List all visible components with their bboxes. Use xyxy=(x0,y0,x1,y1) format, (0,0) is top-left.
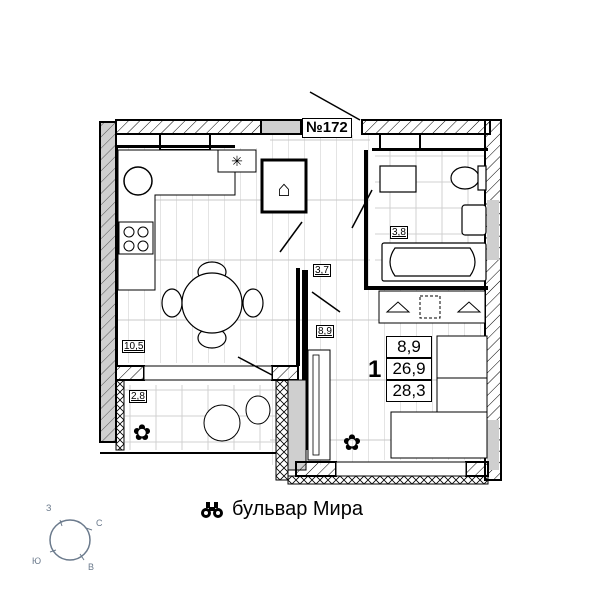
hanger-icon: ⌂ xyxy=(277,176,290,201)
room-area-kitchen: 10,5 xyxy=(122,340,146,353)
binoculars-icon xyxy=(201,501,223,518)
compass-ring-icon xyxy=(49,519,93,561)
apartment-number: №172 xyxy=(302,118,352,138)
street-label: бульвар Мира xyxy=(200,498,363,521)
room-area-bathroom: 3,8 xyxy=(390,226,408,239)
plant-icon: ✿ xyxy=(133,420,151,445)
compass-west: З xyxy=(46,503,52,513)
hall-wardrobe xyxy=(378,290,486,324)
plant-icon: ✿ xyxy=(343,430,361,455)
area-summary: 8,9 26,9 28,3 xyxy=(386,336,432,402)
compass: З С В Ю xyxy=(30,500,110,580)
bathroom-fixtures xyxy=(379,165,487,282)
compass-east: В xyxy=(88,562,95,572)
room-area-balcony: 2,8 xyxy=(129,390,147,403)
room-area-living: 8,9 xyxy=(316,325,334,338)
rooms-count: 1 xyxy=(368,356,382,383)
walls xyxy=(99,119,502,485)
kitchen-counter: ✳ xyxy=(117,149,257,291)
total-area-with-balcony: 28,3 xyxy=(392,381,426,400)
room-area-hallway: 3,7 xyxy=(313,264,331,277)
compass-north: С xyxy=(96,518,103,528)
fridge-icon: ✳ xyxy=(231,153,243,169)
sofa xyxy=(390,335,488,459)
dining-table xyxy=(161,261,264,349)
living-area: 8,9 xyxy=(387,337,431,359)
compass-south: Ю xyxy=(32,556,42,566)
street-name: бульвар Мира xyxy=(232,498,363,520)
total-area: 26,9 xyxy=(387,359,431,381)
